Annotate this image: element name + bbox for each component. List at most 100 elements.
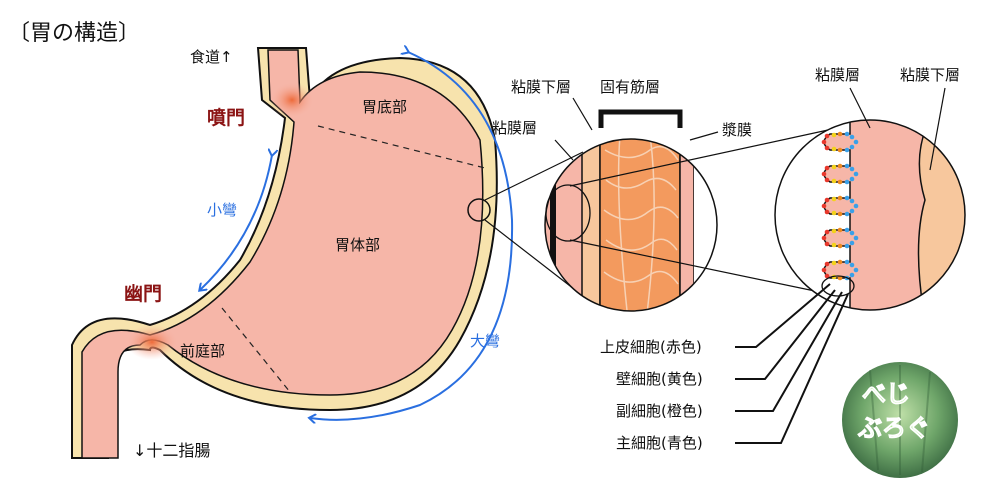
stomach xyxy=(71,47,498,459)
epithelial-cell-label: 上皮細胞(赤色) xyxy=(600,338,702,356)
detail-mucosa-label: 粘膜層 xyxy=(815,66,860,84)
body-label: 胃体部 xyxy=(335,236,380,254)
cell-dot xyxy=(821,235,827,241)
cell-dot xyxy=(849,272,855,278)
cell-dot xyxy=(853,171,859,177)
serosa-label: 漿膜 xyxy=(722,121,752,139)
cell-dot xyxy=(849,166,855,172)
cell-dot xyxy=(849,134,855,140)
cell-dot xyxy=(844,259,850,265)
antrum-divider xyxy=(221,307,291,393)
cell-dot xyxy=(824,273,830,279)
cell-dot xyxy=(831,228,837,234)
cell-dot xyxy=(831,164,837,170)
site-logo: べじぶろぐ xyxy=(842,362,958,478)
cell-dot xyxy=(837,147,843,153)
cell-dot xyxy=(849,144,855,150)
greater-curvature-label: 大彎 xyxy=(470,332,500,350)
pylorus-label: 幽門 xyxy=(124,283,162,305)
cell-dot xyxy=(849,198,855,204)
cell-dot xyxy=(831,132,837,138)
cell-dot xyxy=(853,203,859,209)
mucosa-label: 粘膜層 xyxy=(492,119,537,137)
cardia-label: 噴門 xyxy=(207,107,245,129)
cell-legend-item: 主細胞(青色) xyxy=(616,293,849,452)
diagram-title: 〔胃の構造〕 xyxy=(8,21,140,46)
duodenum-label: ↓十二指腸 xyxy=(133,441,210,460)
antrum-label: 前庭部 xyxy=(180,342,225,360)
lesser-curvature-arrow xyxy=(200,155,272,290)
cell-dot xyxy=(824,177,830,183)
cell-dot xyxy=(849,262,855,268)
cell-legend: 上皮細胞(赤色) 壁細胞(黄色) 副細胞(橙色) 主細胞(青色) xyxy=(600,283,849,452)
gastric-cells xyxy=(821,131,859,281)
cell-dot xyxy=(824,261,830,267)
muscularis-label: 固有筋層 xyxy=(600,78,660,96)
cell-dot xyxy=(824,241,830,247)
cell-dot xyxy=(821,139,827,145)
parietal-cell-label: 壁細胞(黄色) xyxy=(616,370,703,388)
cell-dot xyxy=(831,260,837,266)
cell-dot xyxy=(824,133,830,139)
esophagus-label: 食道↑ xyxy=(190,48,233,66)
muscularis-bracket xyxy=(598,109,683,128)
cell-dot xyxy=(837,275,843,281)
cell-dot xyxy=(837,243,843,249)
cell-dot xyxy=(844,195,850,201)
muscularis-band xyxy=(599,139,681,311)
cell-legend-item: 上皮細胞(赤色) xyxy=(600,283,831,356)
cell-dot xyxy=(831,146,837,152)
fundus-label: 胃底部 xyxy=(362,98,407,116)
cell-dot xyxy=(837,179,843,185)
wall-sample-circle xyxy=(467,198,491,222)
cell-dot xyxy=(853,139,859,145)
cell-dot xyxy=(844,131,850,137)
cell-dot xyxy=(831,210,837,216)
cell-dot xyxy=(824,197,830,203)
logo-text: べじぶろぐ xyxy=(857,380,930,442)
cell-dot xyxy=(844,179,850,185)
cell-dot xyxy=(824,209,830,215)
cell-dot xyxy=(844,227,850,233)
cell-legend-item: 副細胞(橙色) xyxy=(616,291,843,420)
cell-dot xyxy=(844,243,850,249)
cell-dot xyxy=(844,163,850,169)
cell-dot xyxy=(824,229,830,235)
cell-dot xyxy=(831,242,837,248)
cell-dot xyxy=(837,259,843,265)
submucosa-band xyxy=(581,139,601,311)
cell-dot xyxy=(831,196,837,202)
greater-curvature-arrow xyxy=(310,52,514,420)
cell-dot xyxy=(821,203,827,209)
cell-dot xyxy=(837,227,843,233)
cell-dot xyxy=(824,145,830,151)
cell-sample-circle xyxy=(821,275,855,297)
cell-dot xyxy=(849,240,855,246)
submucosa-label: 粘膜下層 xyxy=(511,78,571,96)
cell-dot xyxy=(849,230,855,236)
cell-dot xyxy=(844,211,850,217)
mucous-neck-cell-label: 副細胞(橙色) xyxy=(616,402,703,420)
cell-dot xyxy=(853,267,859,273)
cell-dot xyxy=(837,211,843,217)
cell-dot xyxy=(837,195,843,201)
cell-dot xyxy=(821,171,827,177)
cell-dot xyxy=(821,267,827,273)
fundus-divider xyxy=(317,125,486,169)
cell-dot xyxy=(837,131,843,137)
mucosa-sample-circle xyxy=(545,184,591,242)
cell-dot xyxy=(844,147,850,153)
detail-submucosa-label: 粘膜下層 xyxy=(900,66,960,84)
chief-cell-label: 主細胞(青色) xyxy=(616,434,703,452)
pylorus-sphincter xyxy=(126,324,178,360)
cell-dot xyxy=(849,176,855,182)
submucosa-tissue xyxy=(917,120,965,310)
cell-legend-item: 壁細胞(黄色) xyxy=(616,289,836,388)
cardia-sphincter xyxy=(270,82,314,118)
wall-layers-zoom xyxy=(484,129,835,312)
cell-dot xyxy=(837,163,843,169)
cell-dot xyxy=(849,208,855,214)
cell-dot xyxy=(824,165,830,171)
mucosa-detail-zoom xyxy=(774,119,966,311)
